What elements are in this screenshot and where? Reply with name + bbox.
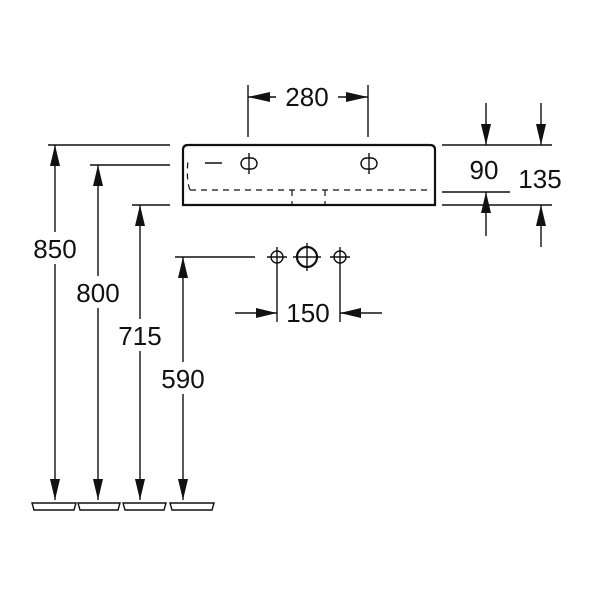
dimension-715: 715 (113, 205, 167, 500)
dimension-135: 135 (518, 103, 562, 247)
dimension-90-label: 90 (470, 155, 499, 185)
fixing-points (267, 243, 350, 271)
floor-line (31, 502, 215, 511)
dimension-150: 150 (235, 267, 382, 328)
dimension-850-label: 850 (33, 234, 76, 264)
basin-side-view (181, 143, 437, 207)
reference-lines (48, 144, 552, 258)
dimension-800: 800 (71, 165, 125, 500)
dimension-135-label: 135 (518, 164, 561, 194)
dimension-590: 590 (156, 257, 210, 500)
dimension-150-label: 150 (286, 298, 329, 328)
tap-hole-right (360, 153, 378, 174)
dimension-280-label: 280 (285, 82, 328, 112)
dimension-90: 90 (470, 103, 499, 236)
dimension-800-label: 800 (76, 278, 119, 308)
dimension-590-label: 590 (161, 364, 204, 394)
dimension-715-label: 715 (118, 321, 161, 351)
tap-hole-left (240, 153, 258, 174)
dimension-850: 850 (28, 145, 82, 500)
dimension-280: 280 (247, 82, 369, 137)
